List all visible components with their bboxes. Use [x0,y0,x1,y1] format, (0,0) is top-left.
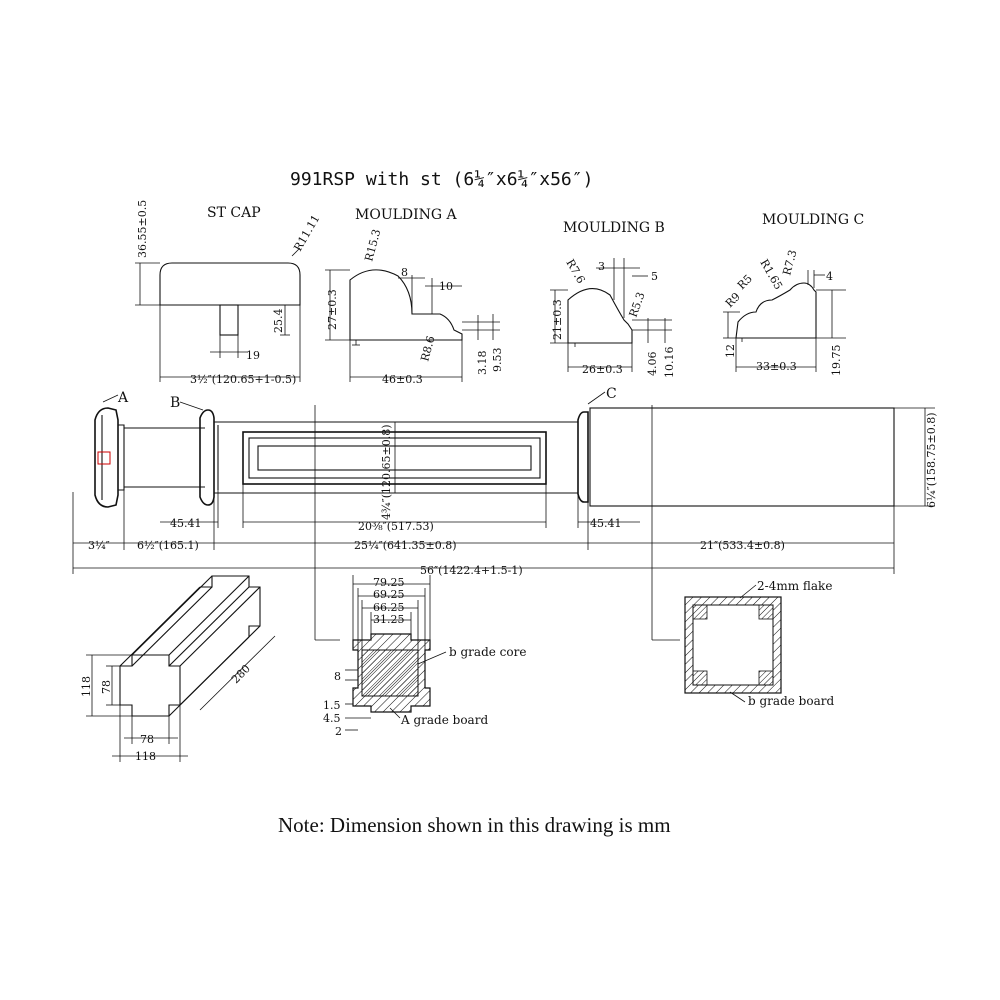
label-c: C [606,386,617,402]
moulding-b-r1: R7.6 [563,257,587,286]
block-length: 280 [229,662,253,686]
block-w-outer: 118 [135,750,156,763]
box-corner-bl [692,670,708,686]
dim-mid: 20⅜″(517.53) [358,520,434,533]
block-w-inner: 78 [140,733,154,746]
moulding-a-heading: MOULDING A [355,207,458,223]
post-elevation: A B C 4¾″(120.65±0.8) 6¼″(158.75±0.8) [72,386,938,641]
moulding-c-r4: R9 [723,290,743,310]
moulding-b-r2: R5.3 [627,290,648,319]
moulding-a-r-top: R15.3 [362,228,383,263]
dim-d: 21″(533.4±0.8) [700,539,785,552]
box-flake-label: 2-4mm flake [757,579,832,593]
panel-inner [257,445,532,471]
st-cap-tenon-width: 19 [246,349,260,362]
core-inner [361,649,419,697]
dim-right: 45.41 [590,517,622,530]
core-w2: 69.25 [373,588,405,601]
core-d8: 8 [334,670,341,683]
box-corner-tr [758,604,774,620]
moulding-c-r3: R5 [735,272,755,292]
block-h-outer: 118 [80,676,93,697]
core-board-label: A grade board [400,713,488,727]
st-cap-width: 3½″(120.65+1-0.5) [190,373,296,386]
block-h-inner: 78 [100,680,113,694]
core-section-view: 79.25 69.25 66.25 31.25 8 1.5 4.5 2 b gr… [323,575,526,738]
st-cap-radius: R11.11 [291,213,322,254]
moulding-b-d1: 3 [598,260,605,273]
moulding-a-d1: 8 [401,266,408,279]
moulding-c-view: MOULDING C R1.65 R7.3 R5 R9 4 12 33±0.3 … [723,212,864,376]
moulding-a-view: MOULDING A R15.3 27±0.3 8 10 R8.6 46±0.3… [325,207,504,386]
moulding-a-d3: 3.18 [476,351,489,376]
panel-height: 4¾″(120.65±0.8) [380,424,393,520]
cap-a [94,407,119,508]
core-d2: 2 [335,725,342,738]
moulding-c-r2: R7.3 [780,249,799,277]
st-cap-tenon [219,304,239,336]
moulding-b-d4: 10.16 [663,347,676,379]
post-height: 6¼″(158.75±0.8) [925,412,938,508]
core-label: b grade core [449,645,526,659]
moulding-c-height: 12 [724,344,737,358]
moulding-b-height: 21±0.3 [551,299,564,340]
moulding-c-height2: 19.75 [830,345,843,377]
moulding-a-d2: 10 [439,280,453,293]
moulding-a-d4: 9.53 [491,348,504,373]
moulding-a-r-low: R8.6 [418,335,437,363]
box-section-view: 2-4mm flake b grade board [684,579,834,708]
box-corner-br [758,670,774,686]
moulding-b-width: 26±0.3 [582,363,623,376]
moulding-c-d1: 4 [826,270,833,283]
moulding-c-heading: MOULDING C [762,212,864,228]
moulding-a-profile [349,269,463,341]
core-w4: 31.25 [373,613,405,626]
core-w3: 66.25 [373,601,405,614]
moulding-c-width: 33±0.3 [756,360,797,373]
dim-a: 3¼″ [88,539,110,552]
st-cap-view: ST CAP 36.55±0.5 R11.11 25.4 19 3½″(120.… [135,200,322,386]
moulding-a-width: 46±0.3 [382,373,423,386]
st-cap-height: 36.55±0.5 [136,200,149,258]
core-d15: 1.5 [323,699,341,712]
ring-c [577,411,589,503]
dim-left: 45.41 [170,517,202,530]
iso-block-view: 118 78 280 78 118 [80,575,276,763]
moulding-a-height: 27±0.3 [326,289,339,330]
st-cap-tenon-height: 25.4 [272,309,285,334]
panel-mid [248,437,541,479]
panel-outer [242,431,547,485]
post-base [589,407,895,507]
moulding-b-profile [567,288,633,344]
st-cap-heading: ST CAP [207,205,261,221]
dim-b: 6½″(165.1) [137,539,199,552]
box-corner-tl [692,604,708,620]
cap-a-marker [97,451,111,465]
moulding-b-view: MOULDING B R7.6 3 5 R5.3 21±0.3 26±0.3 4… [550,220,676,378]
footer-note: Note: Dimension shown in this drawing is… [278,813,671,837]
box-board-label: b grade board [748,694,834,708]
moulding-c-profile [735,282,817,339]
drawing-title: 991RSP with st (6¼″x6¼″x56″) [290,169,593,190]
label-a: A [117,390,129,406]
core-w1: 79.25 [373,576,405,589]
core-d45: 4.5 [323,712,341,725]
ring-b [199,409,215,506]
label-b: B [170,395,180,411]
dim-overall: 56″(1422.4+1.5-1) [420,564,523,577]
moulding-b-d2: 5 [651,270,658,283]
dim-c: 25¼″(641.35±0.8) [354,539,457,552]
moulding-b-heading: MOULDING B [563,220,665,236]
moulding-b-d3: 4.06 [646,352,659,377]
st-cap-body [159,262,301,306]
